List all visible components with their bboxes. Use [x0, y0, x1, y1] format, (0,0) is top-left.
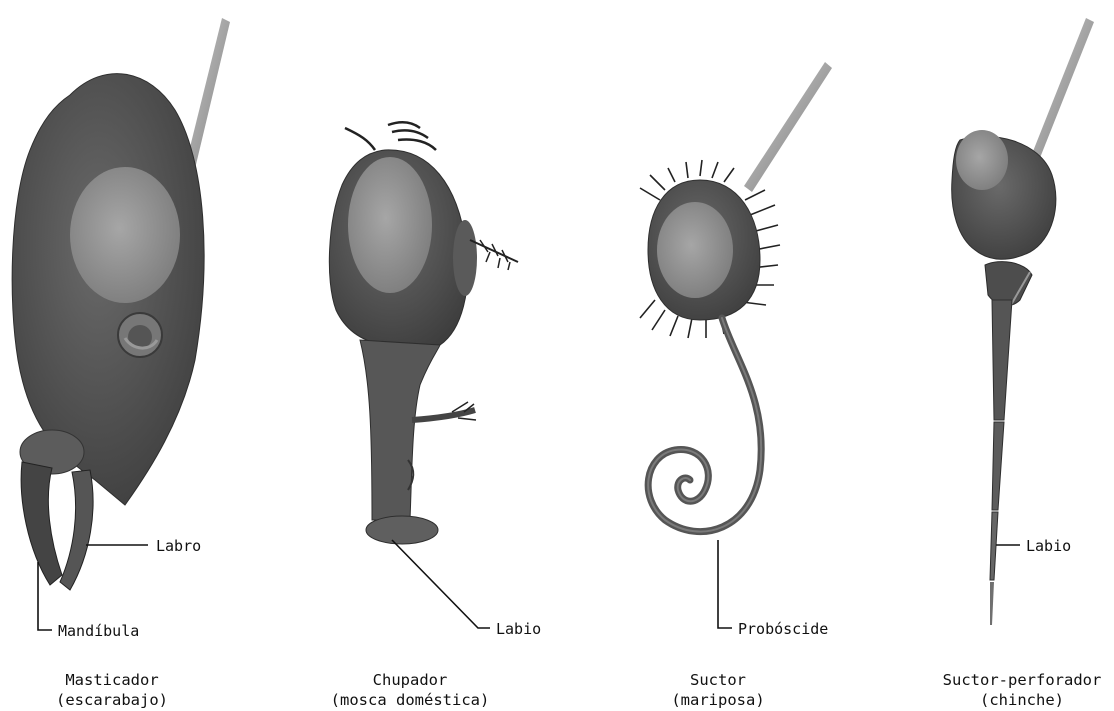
caption-title: Chupador [373, 671, 448, 689]
caption-subtitle: (escarabajo) [56, 691, 168, 709]
beetle-head-illustration [12, 18, 230, 590]
panel-suctor: Probóscide Suctor (mariposa) [640, 62, 832, 709]
caption-subtitle: (mariposa) [671, 691, 764, 709]
butterfly-head-illustration [640, 62, 832, 532]
proboscide-leader-line [718, 540, 732, 628]
labio-label: Labio [1026, 537, 1071, 555]
mandibula-label: Mandíbula [58, 622, 139, 640]
caption-title: Suctor-perforador [943, 671, 1102, 689]
caption-subtitle: (mosca doméstica) [331, 691, 490, 709]
labio-label: Labio [496, 620, 541, 638]
caption-subtitle: (chinche) [980, 691, 1064, 709]
labio-leader-line [392, 540, 490, 628]
panel-masticador: Labro Mandíbula Masticador (escarabajo) [12, 18, 230, 709]
panel-chupador: Labio Chupador (mosca doméstica) [329, 122, 541, 709]
bug-head-illustration [952, 18, 1094, 625]
caption-title: Suctor [690, 671, 746, 689]
housefly-head-illustration [329, 122, 518, 544]
proboscide-label: Probóscide [738, 620, 828, 638]
caption-title: Masticador [65, 671, 158, 689]
panel-suctor-perforador: Labio Suctor-perforador (chinche) [943, 18, 1102, 709]
labro-label: Labro [156, 537, 201, 555]
